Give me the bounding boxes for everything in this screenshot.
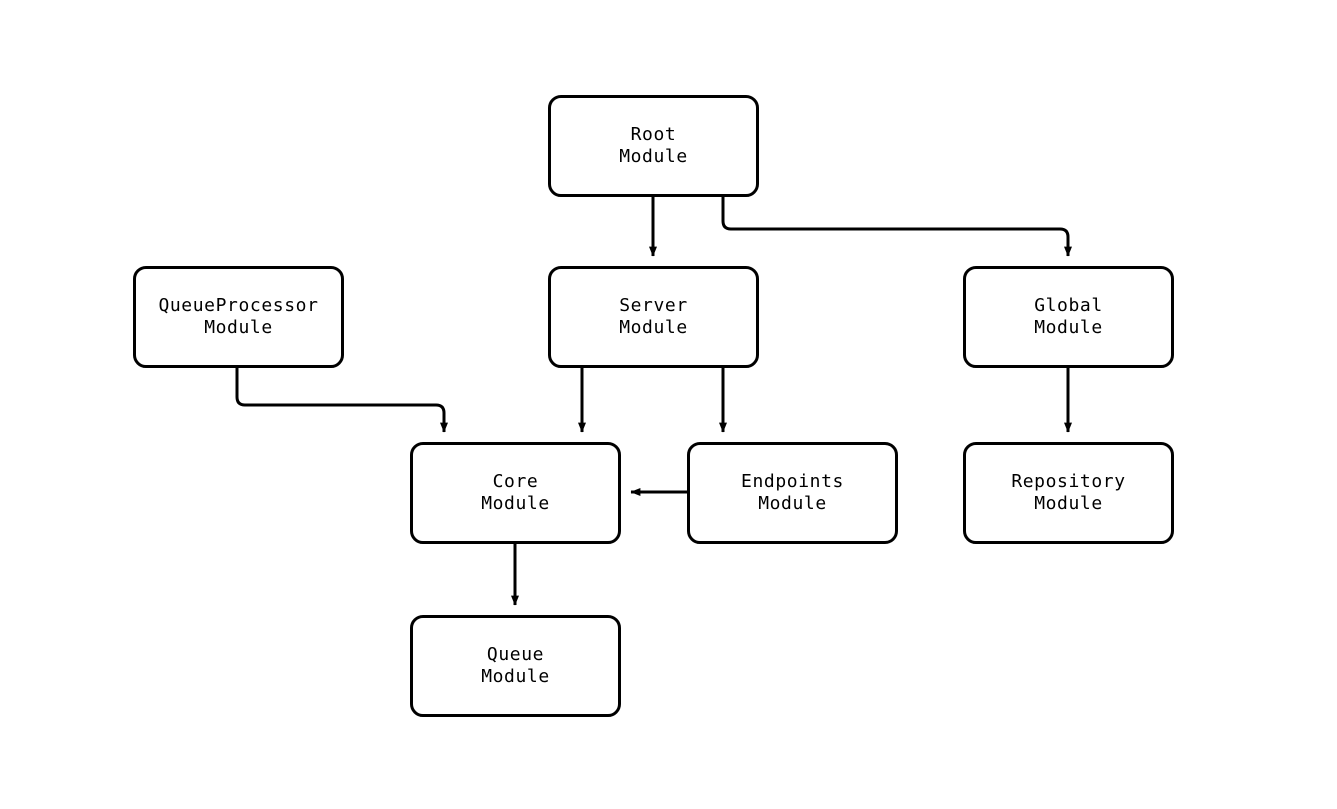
node-global-title: Global [1034, 295, 1103, 316]
node-endpoints-subtitle: Module [758, 493, 827, 514]
node-endpoints-title: Endpoints [741, 471, 844, 492]
node-queue-title: Queue [486, 644, 545, 665]
edge-root-to-global [721, 197, 1072, 257]
node-server-subtitle: Module [619, 317, 688, 338]
node-server-title: Server [619, 295, 688, 316]
node-repository-title: Repository [1011, 471, 1126, 492]
node-repository-subtitle: Module [1034, 493, 1103, 514]
node-root-title: Root [630, 124, 677, 145]
node-global-subtitle: Module [1034, 317, 1103, 338]
node-core-subtitle: Module [481, 493, 550, 514]
node-queueprocessor-subtitle: Module [204, 317, 273, 338]
node-core-title: Core [492, 471, 539, 492]
node-root-subtitle: Module [619, 146, 688, 167]
node-queueprocessor-title: QueueProcessor [158, 295, 319, 316]
edge-queueprocessor-to-core [235, 368, 448, 433]
node-queue-subtitle: Module [481, 666, 550, 687]
